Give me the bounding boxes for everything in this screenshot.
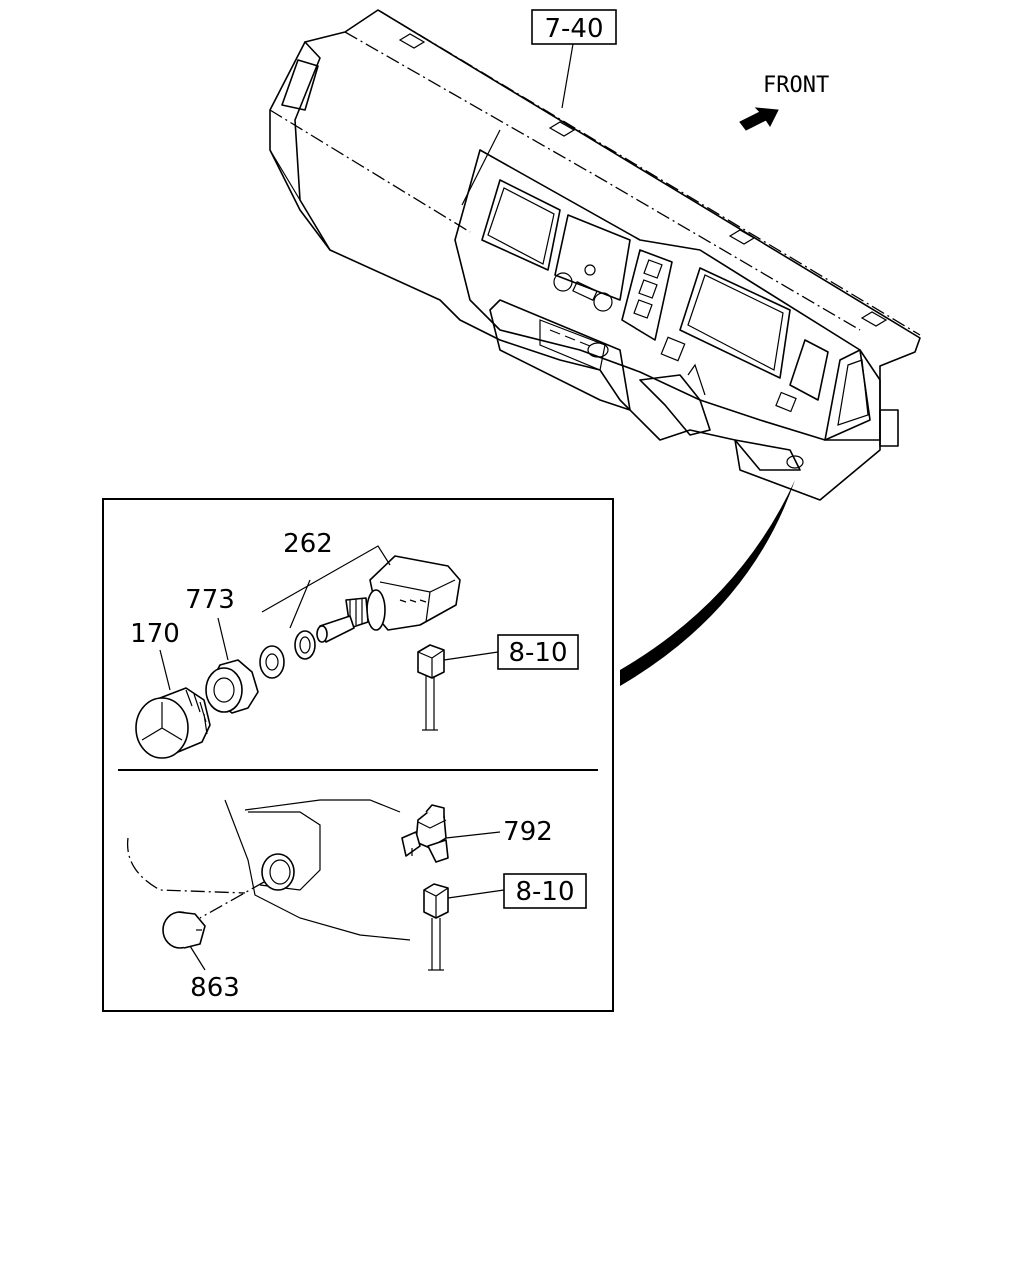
part-label-262[interactable]: 262 [283,529,333,559]
leader-line-170 [159,649,171,691]
leader-line-773 [217,617,229,661]
part-label-773[interactable]: 773 [185,585,235,615]
leader-line-8-10-upper [443,651,499,661]
knob-part-drawing [135,687,211,759]
leader-line-262 [261,545,391,629]
part-label-863[interactable]: 863 [190,973,240,1003]
ref-box-8-10-upper[interactable] [497,634,579,670]
leader-line-7-40 [561,43,574,109]
leader-line-863 [189,945,206,971]
leader-line-792 [445,831,501,839]
front-arrow-icon [739,107,779,131]
ref-label-8-10-upper: 8-10 [508,638,567,668]
ref-box-7-40[interactable] [531,9,617,45]
panel-hole-drawing [126,799,411,941]
harness-connector-upper [417,644,445,731]
part-label-792[interactable]: 792 [503,817,553,847]
ref-label-8-10-lower: 8-10 [515,877,574,907]
leader-line-8-10-lower [447,889,505,899]
relay-part-drawing [401,804,449,863]
front-label: FRONT [763,73,829,98]
dashboard-illustration [269,9,921,501]
harness-connector-lower [423,883,449,971]
ref-box-8-10-lower[interactable] [503,873,587,909]
ref-label-7-40: 7-40 [544,14,603,44]
part-label-170[interactable]: 170 [130,619,180,649]
detail-callout-connector [620,480,795,686]
nut-part-drawing [205,659,259,714]
switch-part-drawing [316,555,461,643]
washer-parts-drawing [259,630,316,679]
plug-part-drawing [162,911,206,949]
